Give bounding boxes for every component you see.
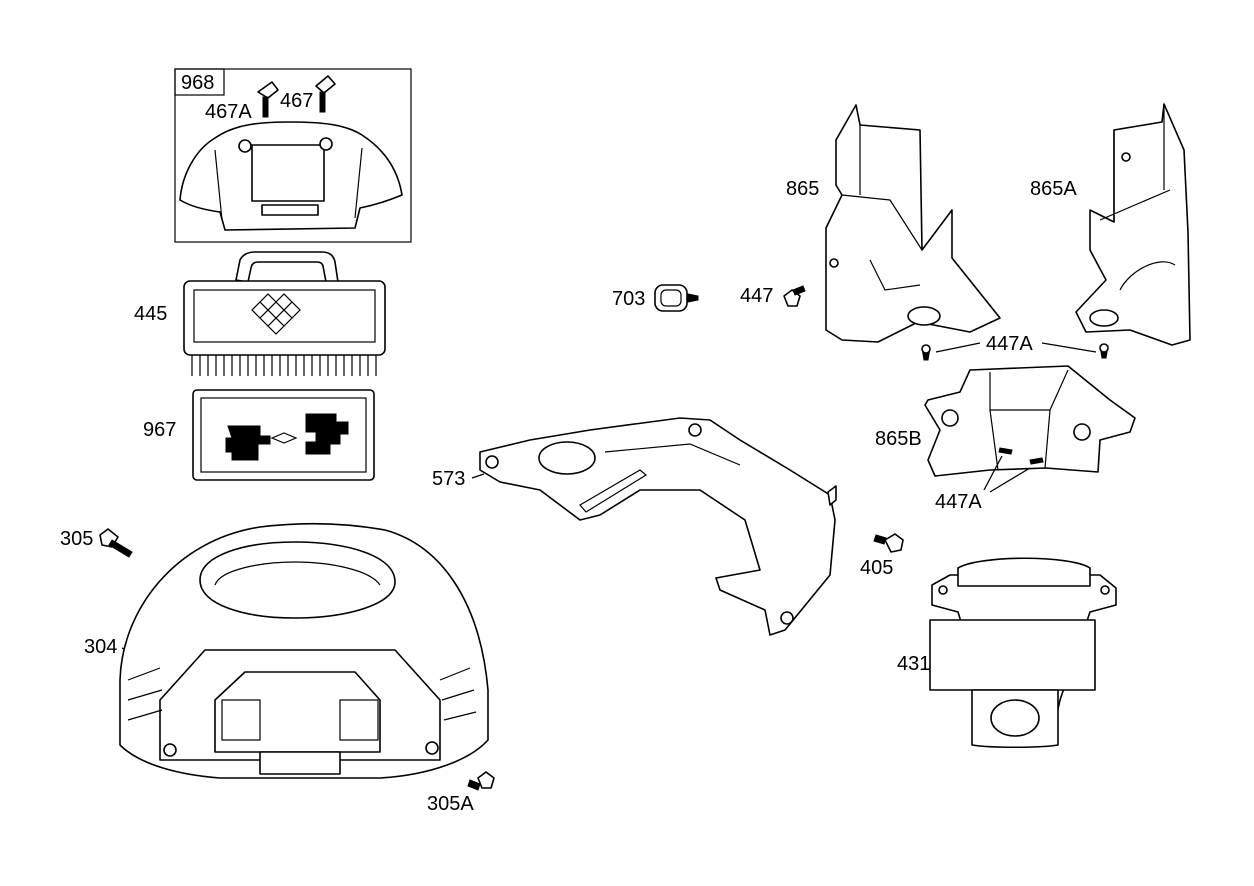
label-305: 305 (60, 528, 93, 550)
label-967: 967 (143, 419, 176, 441)
baffle-865a: 865A (1030, 103, 1191, 346)
label-467a: 467A (205, 101, 252, 123)
air-cleaner-cover (179, 121, 403, 231)
pre-cleaner-967: 967 (143, 389, 375, 481)
clip-703: 703 (612, 284, 699, 312)
duct-431: 431 (897, 557, 1117, 749)
label-447: 447 (740, 285, 773, 307)
back-plate-573: 573 (432, 417, 837, 636)
air-filter-445: 445 (134, 251, 386, 376)
screw-405: 405 (860, 533, 904, 579)
screws-447a-bottom: 447A (935, 447, 1044, 513)
label-431: 431 (897, 653, 930, 675)
label-304: 304 (84, 636, 117, 658)
label-305a: 305A (427, 793, 474, 815)
screw-447: 447 (740, 285, 806, 307)
screw-305a: 305A (427, 771, 495, 815)
label-865: 865 (786, 178, 819, 200)
label-865a: 865A (1030, 178, 1077, 200)
label-467: 467 (280, 90, 313, 112)
label-445: 445 (134, 303, 167, 325)
label-703: 703 (612, 288, 645, 310)
label-447a-bottom: 447A (935, 491, 982, 513)
knob-467a (257, 81, 279, 118)
label-405: 405 (860, 557, 893, 579)
screw-305: 305 (60, 528, 133, 558)
label-573: 573 (432, 468, 465, 490)
label-447a-top: 447A (986, 333, 1033, 355)
air-cleaner-cover-kit-968: 968 467A 467 (174, 68, 412, 243)
blower-housing-304: 304 (84, 522, 489, 779)
baffle-865: 865 (786, 104, 1001, 343)
baffle-865b: 865B (875, 365, 1136, 477)
label-865b: 865B (875, 428, 922, 450)
label-968: 968 (181, 72, 214, 94)
screws-447a-top: 447A (921, 333, 1109, 361)
knob-467 (315, 75, 336, 113)
